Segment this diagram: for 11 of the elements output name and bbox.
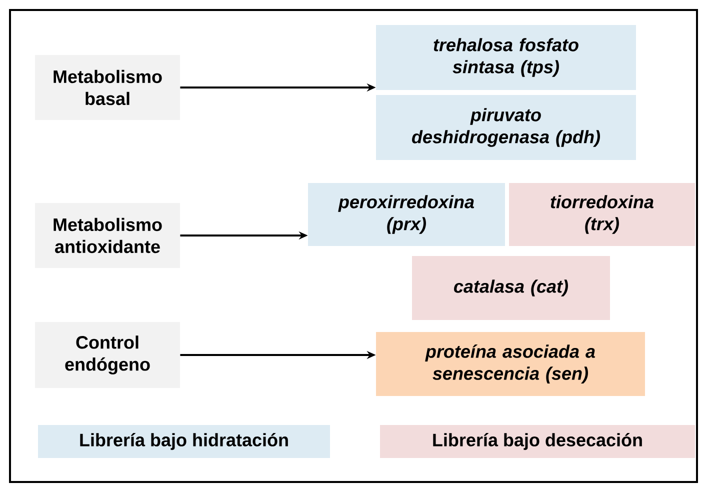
gene-box: trehalosa fosfato sintasa (tps)	[376, 25, 636, 90]
gene-box: tiorredoxina (trx)	[509, 183, 695, 246]
category-box: Metabolismo antioxidante	[35, 203, 180, 268]
gene-box: catalasa (cat)	[412, 256, 610, 320]
legend-label: Librería bajo hidratación	[80, 433, 288, 450]
gene-box: proteína asociada a senescencia (sen)	[376, 332, 645, 396]
gene-box: peroxirredoxina (prx)	[308, 183, 505, 246]
category-box: Control endógeno	[35, 322, 180, 388]
category-box: Metabolismo basal	[35, 55, 180, 120]
legend-label: Librería bajo desecación	[433, 433, 642, 450]
gene-box: piruvato deshidrogenasa (pdh)	[376, 95, 636, 160]
